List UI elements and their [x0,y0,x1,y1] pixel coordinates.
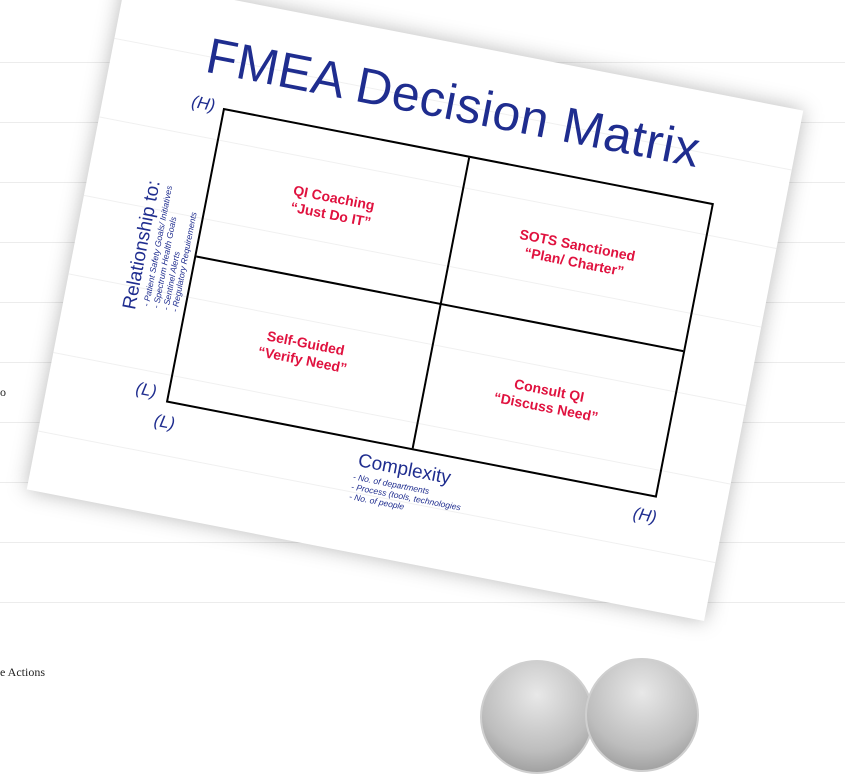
x-axis-high-marker: (H) [631,503,659,527]
x-axis-low-marker: (L) [152,410,177,434]
partial-photo-strip [460,650,699,774]
x-axis-label-group: Complexity - No. of departments - Proces… [331,447,468,523]
left-edge-text-fragment: o [0,385,6,399]
y-axis-low-marker: (L) [134,378,159,402]
decision-matrix-slide: FMEA Decision Matrix (H) (L) (L) (H) QI … [26,0,804,622]
background-rule [0,602,845,603]
photo-circle-right [585,658,699,772]
y-axis-high-marker: (H) [190,91,217,116]
photo-circle-left [480,660,594,774]
left-edge-text-fragment: e Actions [0,665,45,679]
